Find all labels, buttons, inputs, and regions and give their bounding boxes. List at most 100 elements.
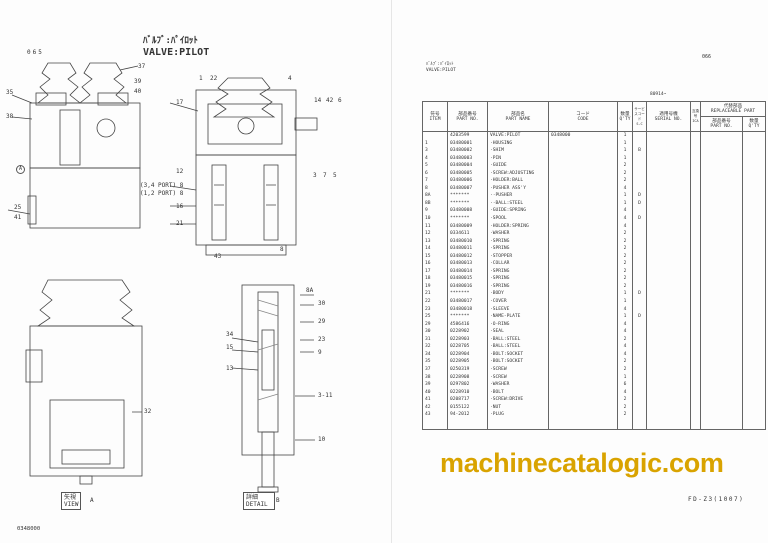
cell-part-no: ******* — [447, 313, 488, 321]
cell-empty — [700, 139, 743, 148]
cell-item: 38 — [422, 373, 448, 382]
cell-empty — [741, 162, 767, 170]
cell-empty — [690, 381, 701, 389]
cell-code — [548, 169, 618, 178]
callout-8: 8 — [280, 246, 284, 253]
cell-qty: 2 — [617, 282, 633, 291]
cell-item: 34 — [422, 350, 448, 359]
view-a-label: 矢視 VIEW A — [61, 492, 94, 510]
cell-empty — [700, 411, 743, 419]
callout-32: 32 — [144, 408, 152, 415]
cell-part-no: 0228903 — [447, 335, 488, 344]
cell-code — [548, 305, 618, 314]
cell-qty: 4 — [617, 222, 633, 231]
cell-code — [548, 184, 618, 193]
cell-item: 8B — [422, 199, 448, 208]
view-en: VIEW — [64, 501, 79, 508]
cell-name: ··BALL:STEEL — [487, 199, 549, 208]
cell-empty — [700, 373, 743, 382]
cell-empty — [690, 335, 701, 344]
cell-empty — [646, 275, 691, 283]
cell-part-no: ******* — [447, 199, 488, 208]
cell-empty — [700, 418, 743, 430]
cell-item: 3 — [422, 147, 448, 155]
cell-empty — [646, 343, 691, 351]
cell-empty — [690, 215, 701, 223]
cell-code — [548, 403, 618, 412]
cell-sc — [632, 411, 647, 419]
cell-code — [548, 230, 618, 238]
cell-part-no: 0228705 — [447, 343, 488, 351]
cell-sc — [632, 358, 647, 366]
cell-item: 23 — [422, 305, 448, 314]
cell-empty — [646, 207, 691, 216]
cell-code — [548, 177, 618, 185]
cell-empty — [646, 245, 691, 253]
cell-code — [548, 358, 618, 366]
cell-empty — [741, 215, 767, 223]
detail-letter: B — [276, 497, 280, 504]
cell-qty: 2 — [617, 335, 633, 344]
cell-code — [548, 365, 618, 374]
cell-item: 8 — [422, 184, 448, 193]
cell-code — [548, 147, 618, 155]
right-title-kana: ﾊﾞﾙﾌﾞ:ﾊﾟｲﾛｯﾄ — [426, 62, 454, 67]
cell-qty: 1 — [617, 131, 633, 140]
cell-part-no: 03480014 — [447, 267, 488, 276]
cell-empty — [646, 162, 691, 170]
cell-empty — [741, 192, 767, 200]
callout-13: 13 — [226, 365, 234, 372]
cell-empty — [700, 215, 743, 223]
cell-part-no: 94-2012 — [447, 411, 488, 419]
cell-item: 13 — [422, 237, 448, 246]
cell-item: 1 — [422, 139, 448, 148]
cell-sc — [632, 343, 647, 351]
cell-empty — [741, 245, 767, 253]
cell-empty — [741, 199, 767, 208]
cell-empty — [646, 290, 691, 299]
cell-item: 17 — [422, 267, 448, 276]
cell-empty — [646, 169, 691, 178]
cell-empty — [548, 418, 618, 430]
cell-code — [548, 199, 618, 208]
cell-empty — [700, 199, 743, 208]
cell-part-no: 0228908 — [447, 373, 488, 382]
cell-item: 21 — [422, 290, 448, 299]
cell-empty — [700, 222, 743, 231]
cell-empty — [690, 237, 701, 246]
cell-item: 7 — [422, 177, 448, 185]
cell-code — [548, 328, 618, 336]
cell-empty — [741, 207, 767, 216]
cell-name: ·SPOOL — [487, 215, 549, 223]
cell-code — [548, 154, 618, 163]
cell-qty: 2 — [617, 365, 633, 374]
cell-empty — [690, 373, 701, 382]
cell-empty — [700, 267, 743, 276]
callout-34: 34 — [226, 331, 234, 338]
cell-sc — [632, 237, 647, 246]
cell-qty: 1 — [617, 298, 633, 306]
cell-code — [548, 282, 618, 291]
cell-empty — [700, 313, 743, 321]
callout-35: 35 — [6, 89, 14, 96]
cell-part-no: 03480002 — [447, 147, 488, 155]
cell-part-no: 03480001 — [447, 139, 488, 148]
cell-empty — [741, 320, 767, 329]
cell-item — [422, 131, 448, 140]
cell-empty — [690, 131, 701, 140]
callout-4: 4 — [288, 75, 292, 82]
